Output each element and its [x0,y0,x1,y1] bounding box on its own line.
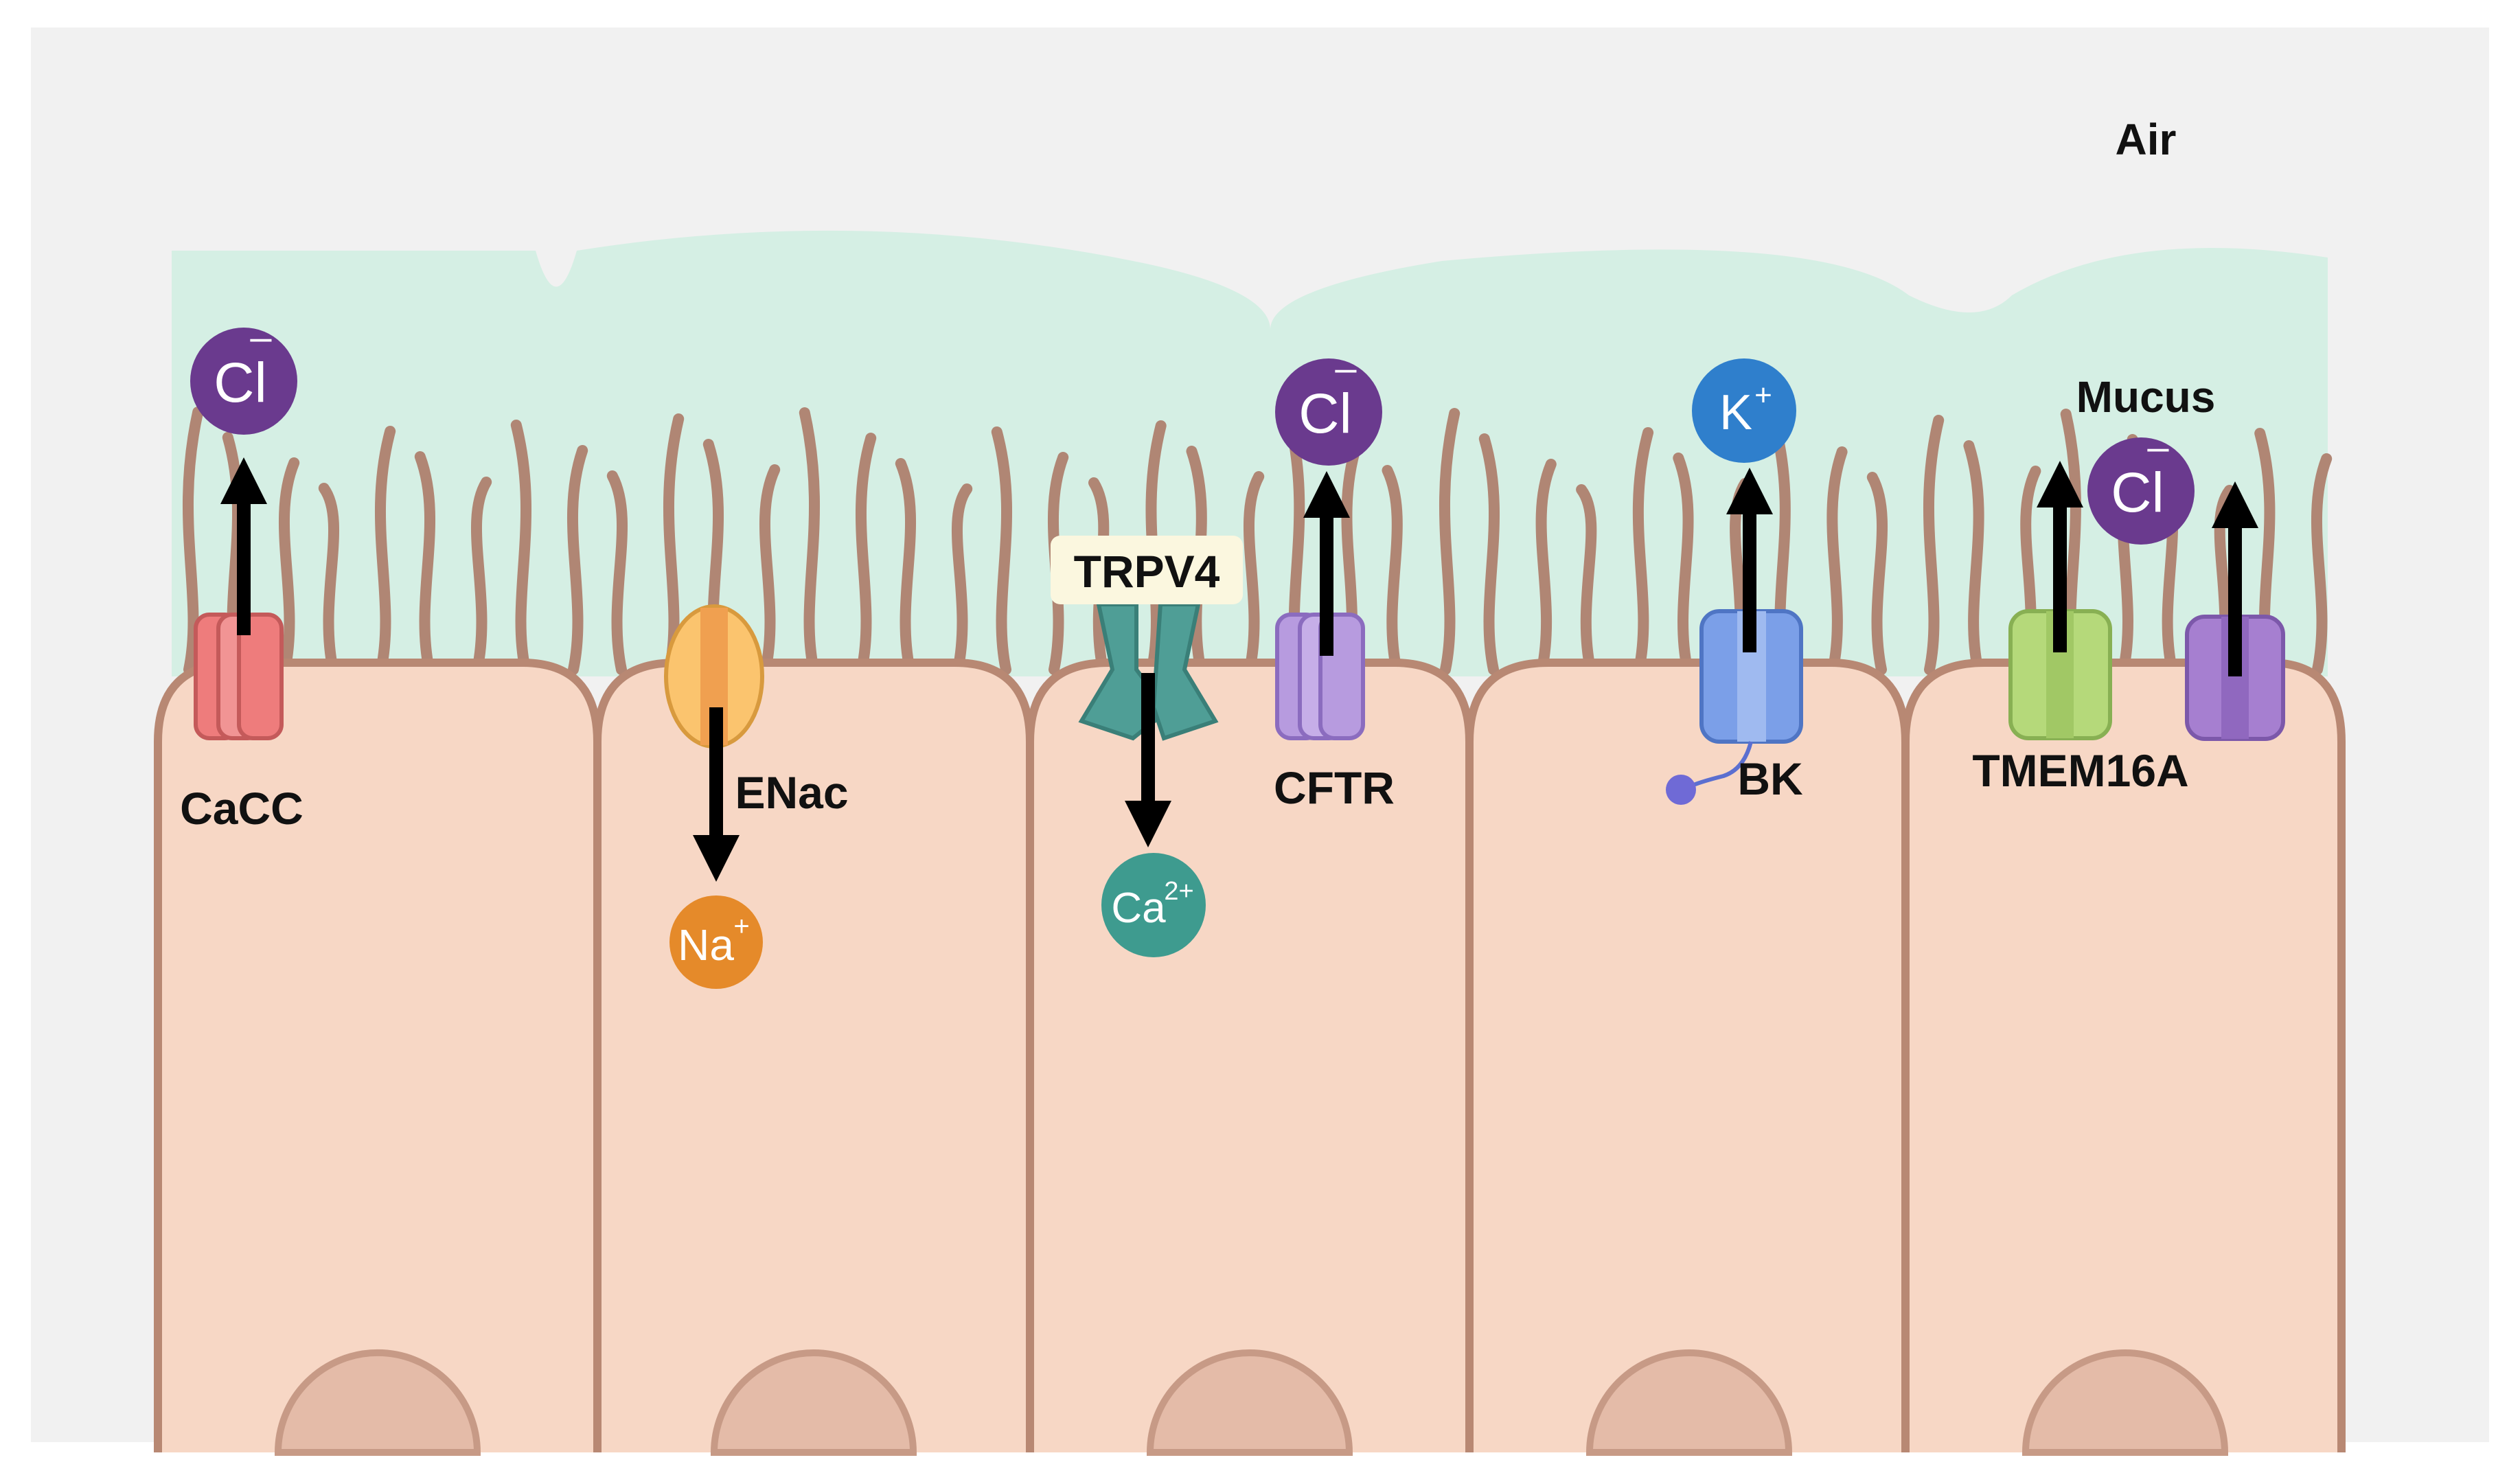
cl-ion-cacc: Cl – [190,315,297,435]
cilium [1576,484,1597,675]
bk-channel [1666,609,1803,805]
cilium [991,426,1013,675]
svg-text:+: + [1754,378,1772,412]
cacc-channel [194,613,284,740]
trpv4-label-box [1051,536,1243,604]
cilium [895,458,916,675]
ca-ion: Ca 2+ [1101,853,1206,957]
cilium [952,483,973,675]
cilium [182,407,204,675]
cacc-label: CaCC [180,783,303,834]
nucleus-5 [2021,1349,2229,1456]
cilium [1923,415,1945,675]
nucleus-4 [1585,1349,1793,1456]
cell-1 [154,659,602,1452]
cilium [1244,471,1265,675]
svg-text:+: + [733,911,749,941]
cilium [279,457,300,675]
nucleus-2 [710,1349,917,1456]
svg-text:Cl: Cl [1298,383,1351,445]
cilium [414,451,436,675]
cilium [1826,446,1848,675]
trpv4-label: TRPV4 [1074,546,1220,597]
enac-channel [664,604,764,749]
cilium [1439,408,1461,675]
cilium [318,483,339,675]
svg-text:2+: 2+ [1164,877,1193,906]
cilium [1478,433,1500,675]
cilium [855,433,877,675]
nucleus-3 [1146,1349,1353,1456]
svg-text:K: K [1719,385,1752,440]
enac-label: ENac [735,767,848,818]
cell-4 [1465,659,1910,1452]
cilium [606,470,628,675]
cilium [471,477,492,675]
k-ion: K + [1692,358,1796,463]
svg-text:Ca: Ca [1111,884,1166,932]
cl-channel-right [2185,615,2285,741]
cilium [566,445,588,675]
cilium [759,464,781,675]
air-label: Air [2116,115,2177,164]
cilium [799,407,821,675]
cilium [1673,453,1694,675]
cilium [374,426,396,675]
mucus-label: Mucus [2076,372,2216,422]
cilium [1382,465,1403,675]
svg-text:Na: Na [678,920,734,970]
svg-text:Cl: Cl [214,352,266,414]
svg-text:Cl: Cl [2111,461,2164,524]
bk-label: BK [1737,753,1803,804]
svg-text:–: – [1335,346,1357,389]
na-ion: Na + [669,895,763,989]
nucleus-1 [274,1349,481,1456]
tmem16a-label: TMEM16A [1972,745,2188,796]
cl-ion-cftr: Cl – [1275,346,1382,466]
nuclei [274,1349,2229,1456]
cilium [2311,453,2333,675]
cell-3 [1026,659,1474,1452]
cl-ion-tmem16a: Cl – [2087,425,2195,545]
svg-text:–: – [2147,425,2169,468]
cftr-label: CFTR [1274,762,1395,813]
cilium [1535,459,1557,675]
cilium [1632,427,1654,675]
svg-text:–: – [250,315,272,358]
cilium [1963,440,1984,675]
cell-5 [1901,659,2346,1452]
cilium [1866,472,1888,675]
cilium [510,420,532,675]
